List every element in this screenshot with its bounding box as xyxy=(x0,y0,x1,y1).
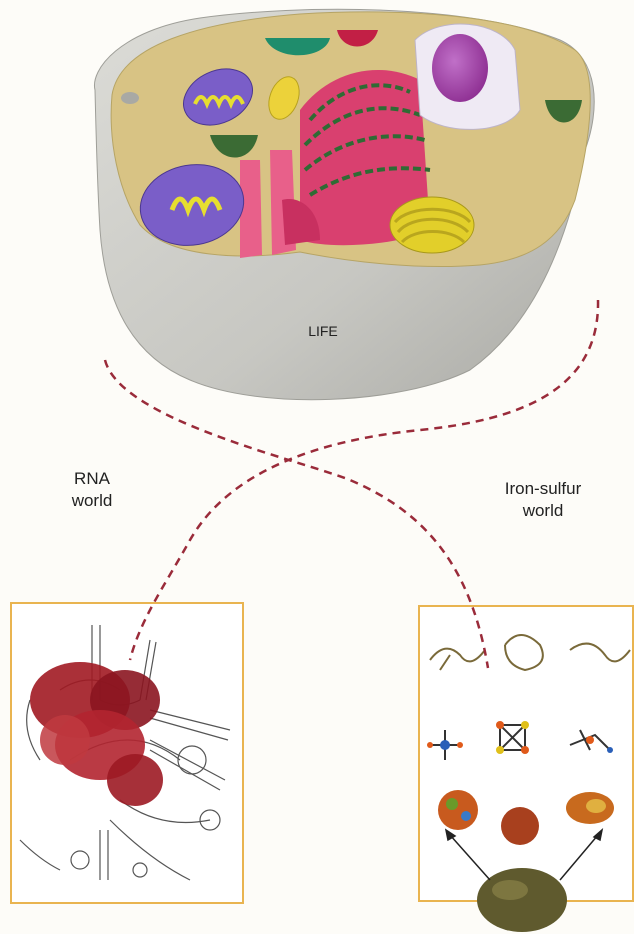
mineral-rock xyxy=(477,868,567,932)
mineral-clusters-row xyxy=(438,790,614,845)
path-rna-to-life xyxy=(105,360,488,668)
ribosome-cluster xyxy=(30,662,163,806)
iron-sulfur-clusters-row xyxy=(427,721,613,760)
protein-structures-row xyxy=(430,635,630,670)
path-iron-sulfur-to-life xyxy=(130,300,598,660)
